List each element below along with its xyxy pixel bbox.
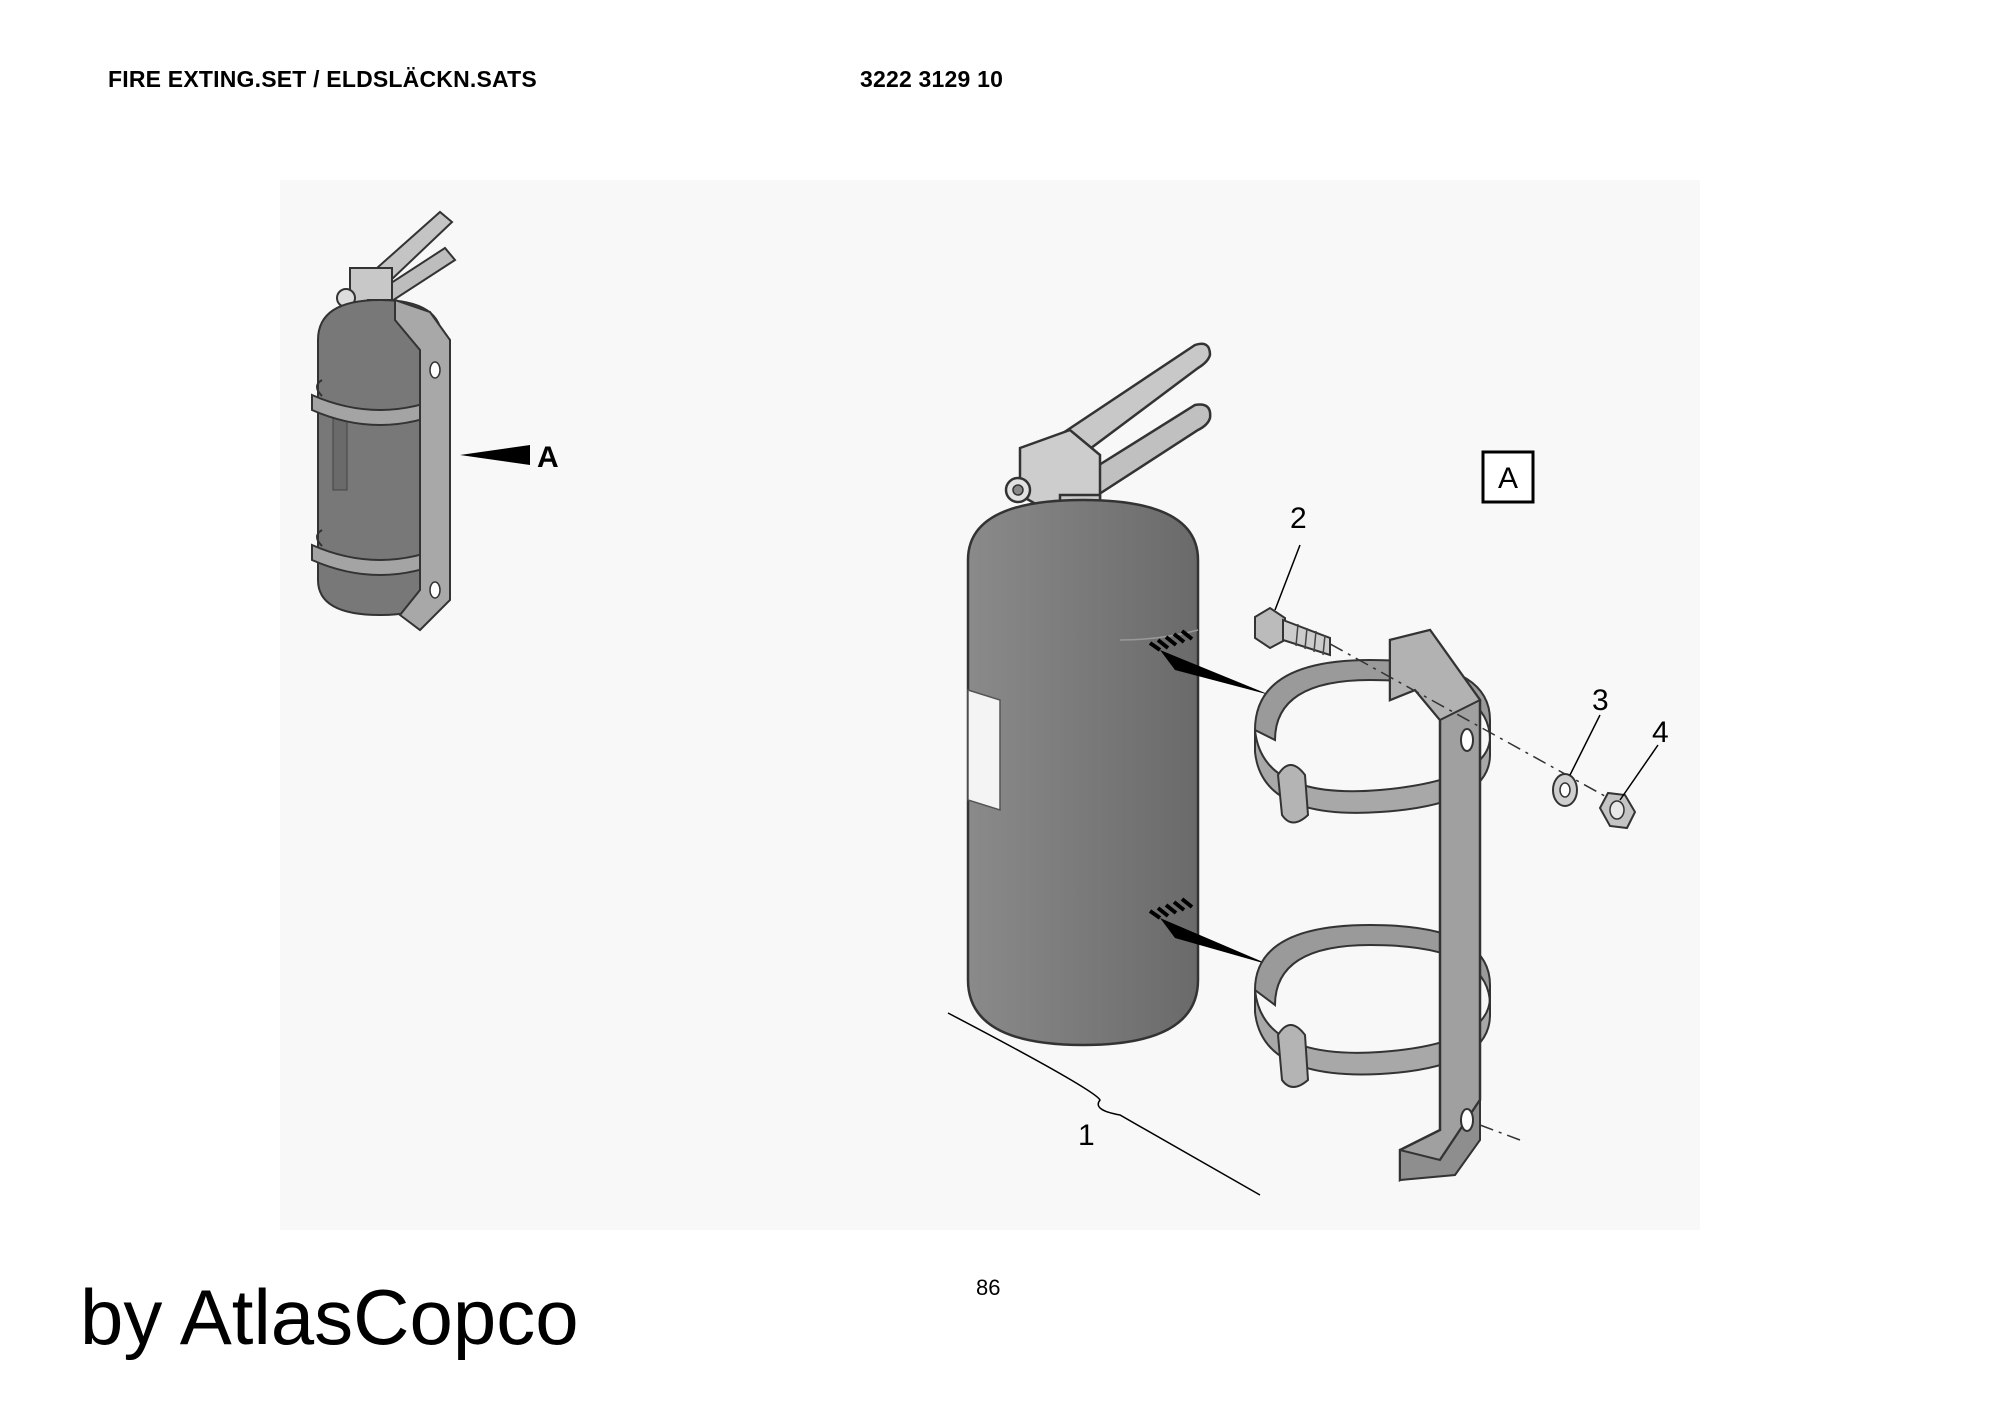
view-label-box — [1481, 450, 1535, 504]
nut — [1598, 791, 1637, 830]
washer — [1552, 773, 1578, 807]
page-number: 86 — [976, 1275, 1001, 1300]
callout-3: 3 — [1592, 684, 1609, 717]
callout-4: 4 — [1652, 716, 1669, 749]
callout-2: 2 — [1290, 502, 1307, 535]
document-title: FIRE EXTING.SET / ELDSLÄCKN.SATS — [108, 66, 537, 92]
view-arrow-icon — [460, 445, 530, 465]
fastener-axis-line — [1304, 629, 1631, 811]
fastener-axis-line-lower — [1479, 1124, 1521, 1141]
view-marker-label: A — [537, 441, 559, 474]
brand-watermark: by AtlasCopco — [80, 1273, 579, 1361]
bracket-assembly — [1253, 628, 1492, 1183]
part-number: 3222 3129 10 — [860, 66, 1004, 92]
attachment-arrows — [1148, 629, 1270, 965]
main-extinguisher — [966, 342, 1212, 1047]
overview-extinguisher — [311, 210, 457, 632]
view-label: A — [1498, 462, 1518, 495]
callout-1: 1 — [1078, 1119, 1095, 1152]
bolt — [1254, 606, 1331, 657]
leader-lines — [947, 544, 1659, 1196]
